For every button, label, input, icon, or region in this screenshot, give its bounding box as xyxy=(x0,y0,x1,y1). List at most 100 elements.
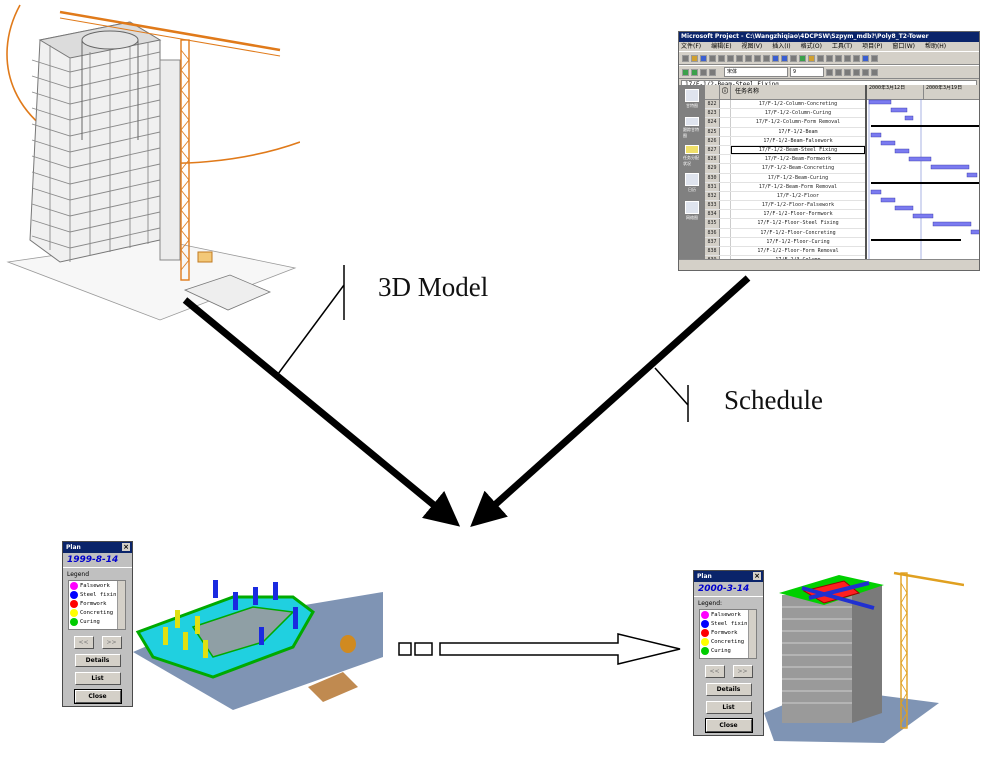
view-calendar[interactable]: 日历 xyxy=(683,173,701,195)
menu-help[interactable]: 帮助(H) xyxy=(924,43,947,50)
unlink-icon[interactable] xyxy=(781,54,788,62)
italic-icon[interactable] xyxy=(835,68,842,76)
view-task-usage[interactable]: 任务分配状况 xyxy=(683,145,701,167)
task-name-header[interactable]: 任务名称 xyxy=(735,88,760,95)
underline-icon[interactable] xyxy=(844,68,851,76)
view-gantt[interactable]: 甘特图 xyxy=(683,89,701,111)
link-icon[interactable] xyxy=(772,54,779,62)
copy-icon[interactable] xyxy=(745,54,752,62)
legend-scrollbar[interactable] xyxy=(117,581,125,629)
legend-scrollbar[interactable] xyxy=(748,610,756,658)
menu-edit[interactable]: 编辑(E) xyxy=(711,43,732,50)
task-indicator xyxy=(720,127,731,136)
zoom-out-icon[interactable] xyxy=(835,54,842,62)
task-info-icon[interactable] xyxy=(799,54,806,62)
task-id: 835 xyxy=(705,219,720,228)
task-id: 829 xyxy=(705,164,720,173)
task-id: 838 xyxy=(705,247,720,256)
menu-view[interactable]: 视图(V) xyxy=(741,43,763,50)
concreting-dot-icon xyxy=(70,608,78,617)
font-size-select[interactable]: 9 xyxy=(790,67,824,77)
cut-icon[interactable] xyxy=(736,54,743,62)
paste-icon[interactable] xyxy=(754,54,761,62)
close-button[interactable]: Close xyxy=(704,718,753,733)
indent-icon[interactable] xyxy=(691,68,698,76)
legend-list[interactable]: Falsework Steel fixin Formwork Concretin… xyxy=(68,580,126,630)
align-center-icon[interactable] xyxy=(862,68,869,76)
font-select[interactable]: 宋体 xyxy=(724,67,788,77)
prev-button[interactable]: << xyxy=(704,665,725,678)
menu-file[interactable]: 文件(F) xyxy=(681,43,702,50)
details-button[interactable]: Details xyxy=(74,654,121,667)
assign-icon[interactable] xyxy=(817,54,824,62)
preview-icon[interactable] xyxy=(718,54,725,62)
show-icon[interactable] xyxy=(700,68,707,76)
spelling-icon[interactable] xyxy=(727,54,734,62)
outdent-icon[interactable] xyxy=(682,68,689,76)
save-icon[interactable] xyxy=(700,54,707,62)
notes-icon[interactable] xyxy=(808,54,815,62)
print-icon[interactable] xyxy=(709,54,716,62)
open-icon[interactable] xyxy=(691,54,698,62)
view-network[interactable]: 网络图 xyxy=(683,201,701,223)
view-tracking-gantt[interactable]: 跟踪甘特图 xyxy=(683,117,701,139)
menu-format[interactable]: 格式(O) xyxy=(800,43,822,50)
task-name: 17/F-1/2-Column-Curing xyxy=(764,110,832,117)
network-view-icon xyxy=(685,201,699,214)
close-icon[interactable]: × xyxy=(753,572,761,580)
copy-picture-icon[interactable] xyxy=(853,54,860,62)
menu-project[interactable]: 项目(P) xyxy=(862,43,883,50)
task-id: 830 xyxy=(705,173,720,182)
close-icon[interactable]: × xyxy=(122,543,130,551)
gantt-chart: 2000年3月12日 2000年3月19日 xyxy=(867,85,979,260)
task-indicator xyxy=(720,191,731,201)
task-indicator xyxy=(720,164,731,173)
hide-icon[interactable] xyxy=(709,68,716,76)
split-icon[interactable] xyxy=(790,54,797,62)
undo-icon[interactable] xyxy=(763,54,770,62)
bold-icon[interactable] xyxy=(826,68,833,76)
zoom-in-icon[interactable] xyxy=(826,54,833,62)
list-button[interactable]: List xyxy=(74,672,121,685)
menu-window[interactable]: 窗口(W) xyxy=(892,43,916,50)
list-button[interactable]: List xyxy=(705,701,752,714)
timescale-week-1: 2000年3月12日 xyxy=(867,85,924,99)
next-button[interactable]: >> xyxy=(732,665,753,678)
legend-list[interactable]: Falsework Steel fixin Formwork Concretin… xyxy=(699,609,757,659)
task-indicator xyxy=(720,247,731,256)
help-icon[interactable] xyxy=(871,54,878,62)
close-button[interactable]: Close xyxy=(73,689,122,704)
menu-insert[interactable]: 插入(I) xyxy=(772,43,791,50)
legend-item: Concreting xyxy=(700,637,756,646)
details-button[interactable]: Details xyxy=(705,683,752,696)
wizard-icon[interactable] xyxy=(862,54,869,62)
next-button[interactable]: >> xyxy=(101,636,122,649)
prev-button[interactable]: << xyxy=(73,636,94,649)
align-left-icon[interactable] xyxy=(853,68,860,76)
align-right-icon[interactable] xyxy=(871,68,878,76)
task-indicator xyxy=(720,237,731,246)
task-name: 17/F-1/2-Column-Concreting xyxy=(758,101,838,107)
falsework-dot-icon xyxy=(70,581,78,590)
menu-tools[interactable]: 工具(T) xyxy=(831,43,853,50)
goto-task-icon[interactable] xyxy=(844,54,851,62)
new-icon[interactable] xyxy=(682,54,689,62)
